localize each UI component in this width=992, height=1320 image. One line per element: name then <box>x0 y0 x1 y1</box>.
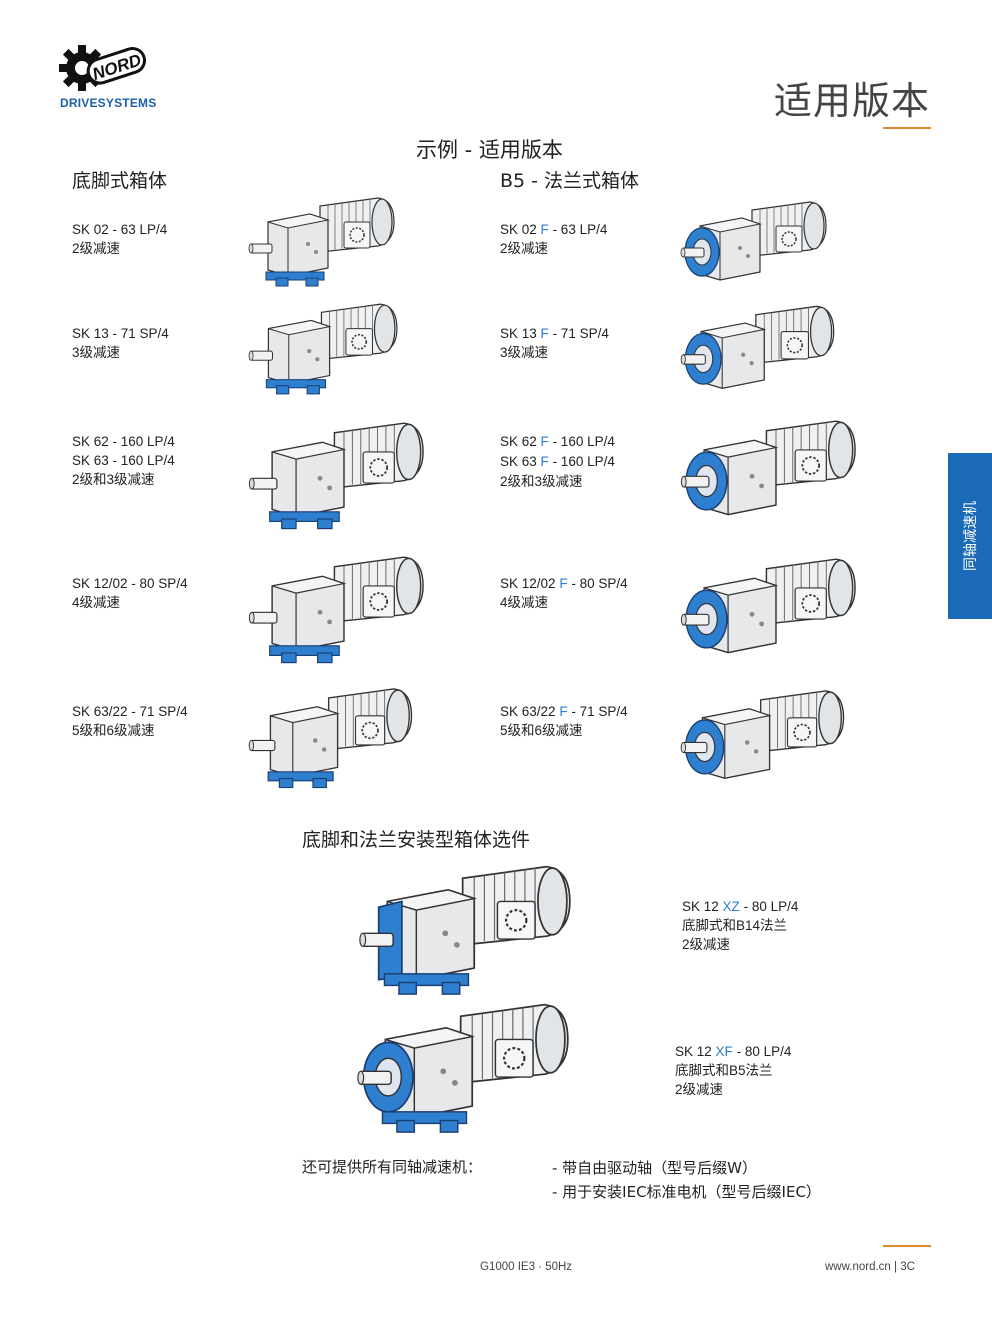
foot-gearmotor-image-2 <box>248 298 401 400</box>
model-label: SK 13 F - 71 SP/4 <box>500 326 609 341</box>
flange-gearmotor-image-4 <box>680 552 860 671</box>
side-tab[interactable]: 同轴减速机 <box>948 453 992 619</box>
foot-gearmotor-image-4 <box>248 550 428 669</box>
motor-body <box>333 422 424 489</box>
stage-label: 5级和6级减速 <box>72 723 155 738</box>
title-accent-rule <box>883 127 931 129</box>
page-title: 适用版本 <box>773 79 930 123</box>
logo-subtitle: DRIVESYSTEMS <box>60 96 157 110</box>
motor-body <box>319 197 395 253</box>
stage-label: 4级减速 <box>72 595 121 610</box>
stage-label: 2级减速 <box>675 1082 724 1097</box>
foot-item-1: SK 02 - 63 LP/4 2级减速 <box>72 220 167 258</box>
flange-item-4: SK 12/02 F - 80 SP/4 4级减速 <box>500 574 628 612</box>
stage-label: 3级减速 <box>72 345 121 360</box>
foot-gearmotor-image-5 <box>248 682 416 794</box>
stage-label: 2级减速 <box>72 241 121 256</box>
stage-label: 2级和3级减速 <box>72 472 155 487</box>
stage-label: 2级减速 <box>500 241 549 256</box>
flange-item-1: SK 02 F - 63 LP/4 2级减速 <box>500 220 607 258</box>
flange-item-5: SK 63/22 F - 71 SP/4 5级和6级减速 <box>500 702 628 740</box>
foot-mounted-heading: 底脚式箱体 <box>72 170 168 192</box>
stage-label: 4级减速 <box>500 595 549 610</box>
footer-page-ref: www.nord.cn | 3C <box>825 1261 915 1273</box>
flange-gearmotor-image-1 <box>680 196 830 296</box>
foot-item-5: SK 63/22 - 71 SP/4 5级和6级减速 <box>72 702 188 740</box>
footer-doc-code: G1000 IE3 · 50Hz <box>480 1261 573 1273</box>
mounting-feet <box>383 973 470 995</box>
gear-housing <box>267 319 332 385</box>
flange-mounted-heading: B5 - 法兰式箱体 <box>500 170 640 192</box>
availability-item: - 用于安装IEC标准电机（型号后缀IEC） <box>552 1183 821 1201</box>
model-label: SK 12/02 F - 80 SP/4 <box>500 576 628 591</box>
motor-body <box>751 201 827 257</box>
mounting-feet <box>381 1111 468 1133</box>
flange-gearmotor-image-5 <box>680 684 848 796</box>
motor-body <box>765 420 856 487</box>
gear-housing <box>386 888 478 981</box>
model-label: SK 63/22 F - 71 SP/4 <box>500 704 628 719</box>
xf-gearmotor-image <box>356 996 574 1139</box>
option-item-xf: SK 12 XF - 80 LP/4 底脚式和B5法兰 2级减速 <box>675 1042 791 1099</box>
flange-gearmotor-image-3 <box>680 414 860 533</box>
foot-item-4: SK 12/02 - 80 SP/4 4级减速 <box>72 574 188 612</box>
option-item-xz: SK 12 XZ - 80 LP/4 底脚式和B14法兰 2级减速 <box>682 897 798 954</box>
nord-gear-icon: NORD <box>59 45 147 91</box>
model-label: SK 62 F - 160 LP/4 <box>500 434 615 449</box>
mounting-feet <box>267 771 334 789</box>
availability-item: - 带自由驱动轴（型号后缀W） <box>552 1159 758 1177</box>
motor-body <box>461 865 571 946</box>
model-label: SK 62 - 160 LP/4 <box>72 434 175 449</box>
flange-gearmotor-image-2 <box>680 300 838 405</box>
model-label: SK 13 - 71 SP/4 <box>72 326 169 341</box>
model-label: SK 63 F - 160 LP/4 <box>500 454 615 469</box>
motor-body <box>320 303 398 360</box>
stage-label: 2级减速 <box>682 937 731 952</box>
mounting-feet <box>265 379 327 395</box>
gear-housing <box>267 213 330 277</box>
side-tab-label: 同轴减速机 <box>963 501 979 571</box>
mounting-feet <box>269 511 340 530</box>
model-label: SK 12 XF - 80 LP/4 <box>675 1044 792 1059</box>
gear-housing <box>271 441 347 518</box>
gear-housing <box>269 706 340 778</box>
mounting-label: 底脚式和B5法兰 <box>675 1063 773 1078</box>
motor-body <box>759 690 845 753</box>
main-heading: 示例 - 适用版本 <box>416 138 563 162</box>
mounting-feet <box>269 645 340 664</box>
mounting-label: 底脚式和B14法兰 <box>682 918 788 933</box>
stage-label: 5级和6级减速 <box>500 723 583 738</box>
foot-gearmotor-image-3 <box>248 416 428 535</box>
motor-body <box>327 688 413 751</box>
stage-label: 2级和3级减速 <box>500 474 583 489</box>
model-label: SK 02 - 63 LP/4 <box>72 222 168 237</box>
model-label: SK 12/02 - 80 SP/4 <box>72 576 188 591</box>
foot-gearmotor-image-1 <box>248 192 398 292</box>
availability-label: 还可提供所有同轴减速机： <box>302 1158 483 1176</box>
model-label: SK 02 F - 63 LP/4 <box>500 222 608 237</box>
options-heading: 底脚和法兰安装型箱体选件 <box>302 829 531 851</box>
gear-housing <box>271 575 347 652</box>
motor-body <box>755 305 835 364</box>
model-label: SK 12 XZ - 80 LP/4 <box>682 899 799 914</box>
motor-body <box>333 556 424 623</box>
footer-accent-rule <box>883 1245 931 1247</box>
xz-gearmotor-image <box>358 858 576 1001</box>
flange-item-3: SK 62 F - 160 LP/4 SK 63 F - 160 LP/4 2级… <box>500 432 615 492</box>
foot-item-3: SK 62 - 160 LP/4 SK 63 - 160 LP/4 2级和3级减… <box>72 432 175 489</box>
motor-body <box>459 1003 569 1084</box>
nord-logo: NORD DRIVESYSTEMS <box>58 40 158 112</box>
flange-item-2: SK 13 F - 71 SP/4 3级减速 <box>500 324 609 362</box>
foot-item-2: SK 13 - 71 SP/4 3级减速 <box>72 324 169 362</box>
stage-label: 3级减速 <box>500 345 549 360</box>
model-label: SK 63 - 160 LP/4 <box>72 453 175 468</box>
availability-list: - 带自由驱动轴（型号后缀W） - 用于安装IEC标准电机（型号后缀IEC） <box>552 1156 821 1204</box>
model-label: SK 63/22 - 71 SP/4 <box>72 704 188 719</box>
mounting-feet <box>265 271 325 287</box>
motor-body <box>765 558 856 625</box>
